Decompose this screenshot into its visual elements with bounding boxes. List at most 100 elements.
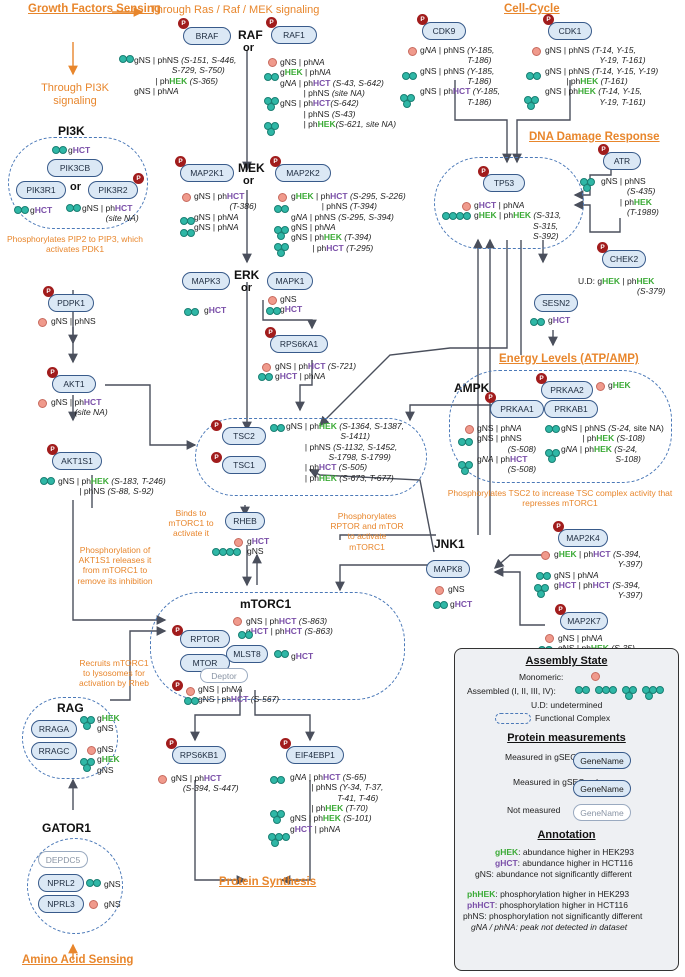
gene-pik3r1: PIK3R1: [16, 181, 66, 199]
mlst8-annotation: gHCT: [291, 651, 314, 661]
phospho-badge: P: [47, 367, 58, 378]
phospho-badge: P: [478, 166, 489, 177]
gene-map2k4: MAP2K4: [558, 529, 608, 547]
pdpk1-annotation: gNS | phNS: [51, 316, 96, 326]
phospho-badge: P: [536, 373, 547, 384]
monomeric-icon: [158, 775, 167, 784]
phospho-badge: P: [280, 738, 291, 749]
mapk8-annotation-2: gHCT: [450, 599, 473, 609]
legend-ghek: gHEK: abundance higher in HEK293: [495, 847, 634, 857]
pik3cb-annotation: gHCT: [68, 145, 91, 155]
phospho-badge: P: [555, 604, 566, 615]
pi3k-signaling-label: Through PI3K signaling: [41, 82, 109, 107]
gene-akt1s1: AKT1S1: [52, 452, 102, 470]
phospho-badge: P: [211, 420, 222, 431]
phospho-badge: P: [417, 14, 428, 25]
ampk-complex: [449, 370, 672, 483]
energy-levels-title: Energy Levels (ATP/AMP): [499, 353, 639, 365]
akt1s1-annotation: gNS | phHEK (S-183, T-246) | phNS (S-88,…: [58, 476, 166, 497]
gene-map2k2: MAP2K2: [275, 164, 331, 182]
phospho-badge: P: [266, 17, 277, 28]
legend-gene-box-gsec: GeneName: [573, 780, 631, 797]
atr-annotation: gNS | phNS (S-435) | phHEK (T-1989): [601, 176, 659, 218]
or-label: or: [243, 42, 254, 54]
cdk1-annotation: gNS | phNS (T-14, Y-15, Y-19, T-161)gNS …: [545, 45, 659, 107]
monomeric-icon: [278, 193, 287, 202]
nprl2-annotation: gNS: [104, 879, 121, 889]
legend-phhek: phHEK: phosphorylation higher in HEK293: [467, 889, 630, 899]
rheb-note: Binds to mTORC1 to activate it: [168, 508, 214, 539]
gator1-complex: [27, 838, 123, 934]
monomeric-icon: [268, 58, 277, 67]
monomeric-icon: [545, 634, 554, 643]
rps6ka1-annotation: gNS | phHCT (S-721)gHCT | phNA: [275, 361, 357, 382]
phospho-badge: P: [553, 521, 564, 532]
legend-assembly-title: Assembly State: [525, 655, 608, 667]
monomeric-icon: [186, 687, 195, 696]
phospho-badge: P: [166, 738, 177, 749]
legend-annotation-title: Annotation: [537, 829, 596, 841]
gene-rptor: RPTOR: [180, 630, 230, 648]
phospho-badge: P: [175, 156, 186, 167]
gene-nprl3: NPRL3: [38, 895, 84, 913]
legend-monomeric: Monomeric:: [519, 672, 564, 682]
monomeric-icon: [541, 551, 550, 560]
pi3k-note: Phosphorylates PIP2 to PIP3, which activ…: [6, 234, 144, 255]
map2k2-annotation: gHEK | phHCT (S-295, S-226) | phNS (T-39…: [291, 191, 406, 253]
prkaa2-annotation: gHEK: [608, 380, 631, 390]
braf-annotation: gNS | phNS (S-151, S-446, S-729, S-750) …: [134, 55, 237, 97]
gene-rragc: RRAGC: [31, 742, 77, 760]
gene-map2k1: MAP2K1: [180, 164, 234, 182]
gene-tsc1: TSC1: [222, 456, 266, 474]
monomeric-icon: [233, 617, 242, 626]
sesn2-annotation: gHCT: [548, 315, 571, 325]
gene-braf: BRAF: [183, 27, 231, 45]
monomeric-icon: [262, 363, 271, 372]
monomeric-icon: [268, 296, 277, 305]
tp53-complex: [434, 157, 584, 249]
mapk8-annotation: gNS: [448, 584, 465, 594]
monomeric-icon: [38, 318, 47, 327]
rptor-note: Phosphorylates RPTOR and mTOR to activat…: [330, 511, 404, 552]
monomeric-icon: [89, 900, 98, 909]
tsc-complex: [195, 418, 427, 496]
gene-mlst8: MLST8: [226, 645, 268, 663]
gene-rps6kb1: RPS6KB1: [172, 746, 226, 764]
mek-header: MEK: [238, 161, 265, 175]
pi3k-header: PI3K: [58, 124, 85, 138]
eif4ebp1-annotation: gNA | phHCT (S-65) | phNS (Y-34, T-37, T…: [290, 772, 384, 834]
gene-raf1: RAF1: [271, 26, 317, 44]
monomeric-icon: [38, 399, 47, 408]
gene-rheb: RHEB: [225, 512, 265, 530]
gene-tp53: TP53: [483, 174, 525, 192]
nprl3-annotation: gNS: [104, 899, 121, 909]
mtorc1-complex: [150, 592, 405, 700]
ampk-note: Phosphorylates TSC2 to increase TSC comp…: [447, 488, 673, 509]
gene-pik3cb: PIK3CB: [47, 159, 103, 177]
or-label: or: [243, 175, 254, 187]
phospho-badge: P: [172, 680, 183, 691]
legend-gene-box-both: GeneName: [573, 752, 631, 769]
monomeric-icon: [462, 202, 471, 211]
gene-depdc5: DEPDC5: [38, 851, 88, 868]
gene-cdk1: CDK1: [548, 22, 592, 40]
akt1s1-note: Phosphorylation of AKT1S1 releases it fr…: [77, 545, 153, 586]
monomeric-icon: [182, 193, 191, 202]
rps6kb1-annotation: gNS | phHCT (S-394, S-447): [171, 773, 239, 794]
raf-header: RAF: [238, 28, 263, 42]
dna-damage-title: DNA Damage Response: [529, 131, 660, 143]
gene-rps6ka1: RPS6KA1: [270, 335, 328, 353]
gene-map2k7: MAP2K7: [560, 612, 608, 630]
legend-ghct: gHCT: abundance higher in HCT116: [495, 858, 633, 868]
phospho-badge: P: [485, 392, 496, 403]
phospho-badge: P: [178, 18, 189, 29]
gene-prkaa2: PRKAA2: [541, 381, 593, 399]
